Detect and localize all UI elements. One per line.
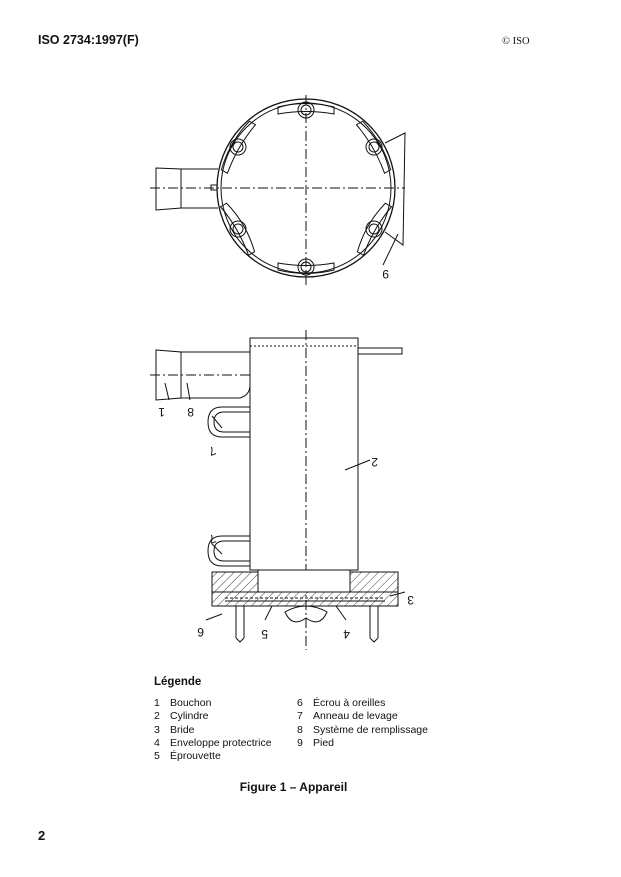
- legend-label: Bride: [170, 723, 195, 736]
- legend-number: 9: [297, 736, 303, 749]
- legend-number: 2: [154, 710, 160, 723]
- legend-item: 9 Pied: [297, 737, 428, 750]
- legend-number: 1: [154, 697, 160, 709]
- legend-label: Bouchon: [170, 697, 212, 709]
- legend-label: Enveloppe protectrice: [170, 736, 272, 749]
- legend-number: 3: [154, 723, 160, 736]
- callout-7-lower: 7: [206, 531, 217, 547]
- legend-number: 7: [297, 710, 303, 723]
- document-id: ISO 2734:1997(F): [38, 33, 139, 47]
- legend-number: 4: [154, 736, 160, 749]
- legend-label: Pied: [313, 736, 335, 749]
- page-number: 2: [38, 828, 46, 843]
- top-view: [150, 95, 406, 285]
- figure-caption-wrap: Figure 1 – Appareil: [0, 780, 621, 794]
- callout-8: 8: [187, 405, 194, 419]
- callout-9: 9: [382, 267, 389, 281]
- wing-nuts-top-view: [219, 101, 393, 276]
- legend-number: 5: [154, 750, 160, 763]
- legend-item: 5 Éprouvette: [154, 750, 272, 763]
- callout-4: 4: [343, 627, 350, 641]
- legend-item: 1 Bouchon: [154, 697, 272, 710]
- legend-label: Cylindre: [170, 710, 209, 723]
- callout-5: 5: [261, 627, 268, 641]
- legend-right-column: 6 Écrou à oreilles 7 Anneau de levage 8 Sys…: [297, 697, 428, 750]
- legend-title: Légende: [154, 676, 202, 688]
- callout-labels: 1 8 7 2 7 3 6 5 4 9: [158, 267, 414, 641]
- legend-item: 2 Cylindre: [154, 710, 272, 723]
- legend-label: Anneau de levage: [313, 710, 398, 723]
- copyright: © ISO: [502, 36, 530, 47]
- legend-number: 6: [297, 697, 303, 709]
- callout-7-upper: 7: [206, 443, 217, 459]
- legend-item: 3 Bride: [154, 724, 272, 737]
- callout-6: 6: [197, 625, 204, 639]
- legend-item: 7 Anneau de levage: [297, 710, 428, 723]
- legend-number: 8: [297, 723, 303, 736]
- callout-2: 2: [371, 455, 378, 469]
- legend-label: Système de remplissage: [313, 723, 428, 736]
- legend-left-column: 1 Bouchon 2 Cylindre 3 Bride 4 Enveloppe pro…: [154, 697, 272, 763]
- legend-label: Éprouvette: [170, 750, 221, 763]
- legend-item: 6 Écrou à oreilles: [297, 697, 428, 710]
- callout-1: 1: [158, 405, 165, 419]
- legend-item: 4 Enveloppe protectrice: [154, 737, 272, 750]
- callout-3: 3: [407, 593, 414, 607]
- side-view: [150, 330, 406, 650]
- figure-caption: Figure 1 – Appareil: [239, 780, 348, 794]
- legend-label: Écrou à oreilles: [313, 697, 386, 709]
- legend-item: 8 Système de remplissage: [297, 724, 428, 737]
